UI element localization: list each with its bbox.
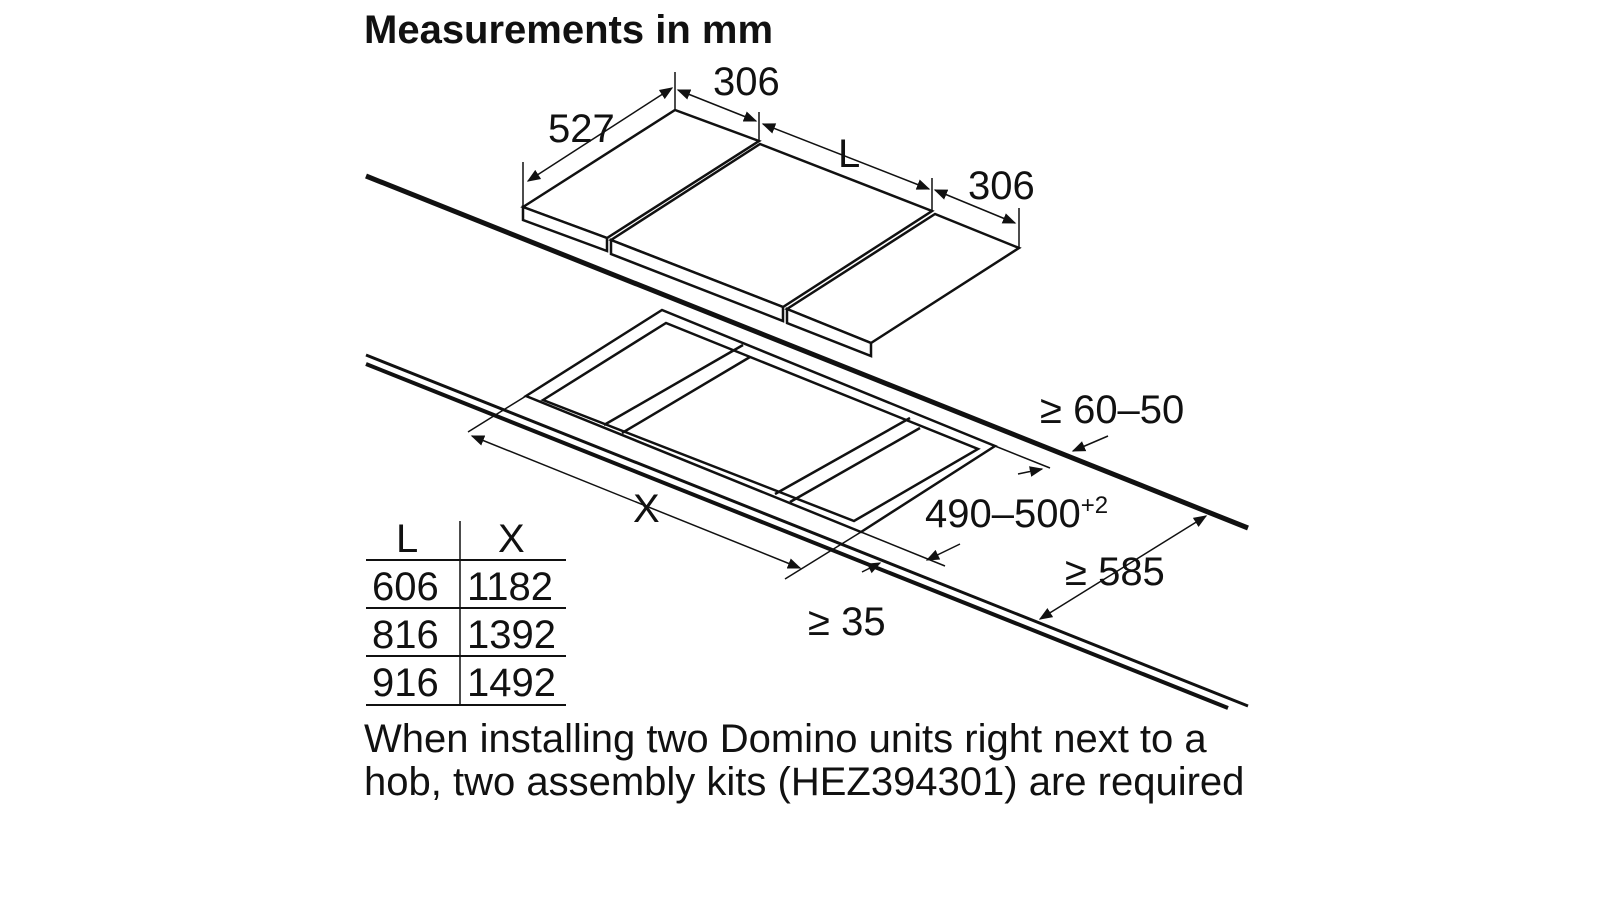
label-X: X	[633, 487, 660, 531]
cutout-divider-1a	[603, 343, 744, 427]
label-306-left: 306	[713, 60, 780, 104]
label-worktop-depth: ≥ 585	[1065, 550, 1165, 594]
dim-X-line	[470, 435, 802, 569]
table-header-X: X	[498, 517, 525, 561]
hob-unit-right-side	[785, 307, 873, 358]
table-cell: 816	[372, 613, 439, 657]
dim-front-arrow	[861, 562, 882, 574]
table-header-L: L	[396, 517, 418, 561]
dim-cutout-depth-arrow-bottom	[925, 543, 961, 561]
table-cell: 1492	[467, 661, 556, 705]
dim-edge-arrow	[1071, 435, 1109, 452]
worktop-front-edge-top	[365, 353, 1249, 708]
label-front-distance: ≥ 35	[808, 600, 886, 644]
installation-note: When installing two Domino units right n…	[364, 717, 1245, 804]
dim-worktop-depth-line	[1038, 515, 1208, 620]
diagram-title: Measurements in mm	[364, 8, 774, 52]
label-cutout-depth-tolerance: +2	[1081, 492, 1108, 519]
cutout-divider-2b	[789, 426, 921, 504]
hob-unit-middle-side	[609, 238, 785, 323]
table-cell: 606	[372, 565, 439, 609]
table-cell: 1182	[467, 565, 553, 609]
label-527: 527	[548, 107, 615, 151]
dim-L-line	[761, 123, 931, 190]
label-L: L	[838, 132, 860, 176]
size-table: L X 606 1182 816 1392 916 1492	[366, 517, 566, 706]
cutout-divider-1b	[621, 355, 751, 435]
hob-unit-left-side	[521, 205, 609, 253]
table-cell: 916	[372, 661, 439, 705]
label-cutout-depth: 490–500+2	[925, 492, 1108, 536]
label-worktop-edge: ≥ 60–50	[1040, 388, 1184, 432]
label-cutout-depth-value: 490–500	[925, 492, 1081, 536]
cutout-divider-2a	[774, 416, 911, 496]
worktop-back-edge	[365, 173, 1249, 531]
dim-306-right-line	[933, 189, 1017, 224]
dim-cutout-depth-arrow-top	[1017, 466, 1044, 477]
label-306-right: 306	[968, 164, 1035, 208]
dim-306-left-line	[676, 89, 758, 122]
table-cell: 1392	[467, 613, 556, 657]
dimension-lines	[467, 72, 1208, 620]
dim-527-line	[526, 87, 674, 182]
